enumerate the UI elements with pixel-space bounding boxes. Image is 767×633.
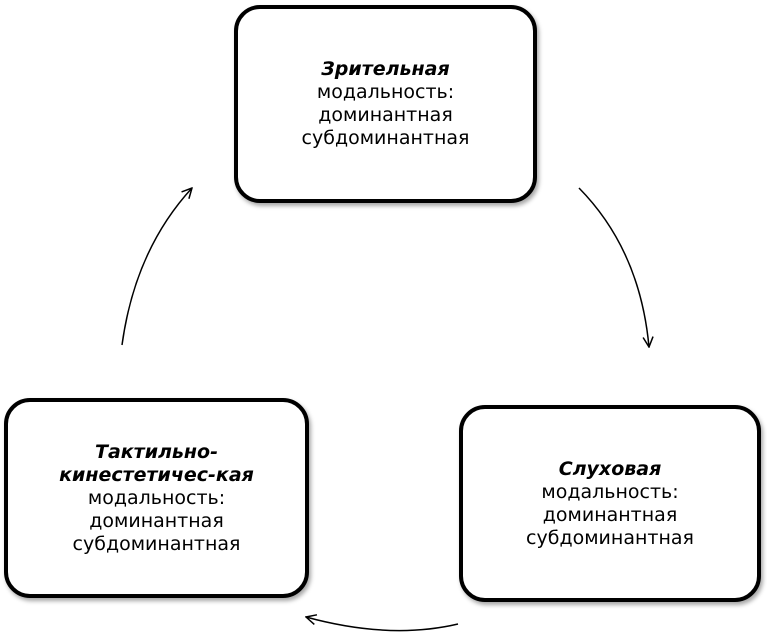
visual-modality-box: Зрительная модальность: доминантная субд… (234, 5, 537, 203)
auditory-dominant-label: доминантная (542, 503, 678, 526)
visual-subdominant-label: субдоминантная (301, 127, 470, 149)
arrow-auditory-to-tactile (306, 617, 459, 632)
tactile-title-line1: Тактильно- (95, 440, 218, 463)
visual-modality-label: модальность: (316, 81, 455, 103)
arrow-tactile-to-visual (121, 188, 192, 346)
tactile-dominant-label: доминантная (89, 509, 224, 532)
tactile-kinesthetic-modality-box: Тактильно- кинестетичес-кая модальность:… (4, 398, 309, 598)
tactile-title-line2: кинестетичес-кая (59, 463, 254, 486)
auditory-subdominant-label: субдоминантная (526, 526, 694, 549)
arrow-visual-to-auditory (578, 187, 649, 347)
visual-title: Зрительная (321, 58, 450, 80)
auditory-modality-box: Слуховая модальность: доминантная субдом… (459, 405, 761, 602)
auditory-modality-label: модальность: (541, 480, 679, 503)
visual-dominant-label: доминантная (318, 104, 453, 126)
tactile-modality-label: модальность: (87, 486, 226, 509)
auditory-title: Слуховая (558, 457, 662, 480)
tactile-subdominant-label: субдоминантная (72, 532, 241, 555)
